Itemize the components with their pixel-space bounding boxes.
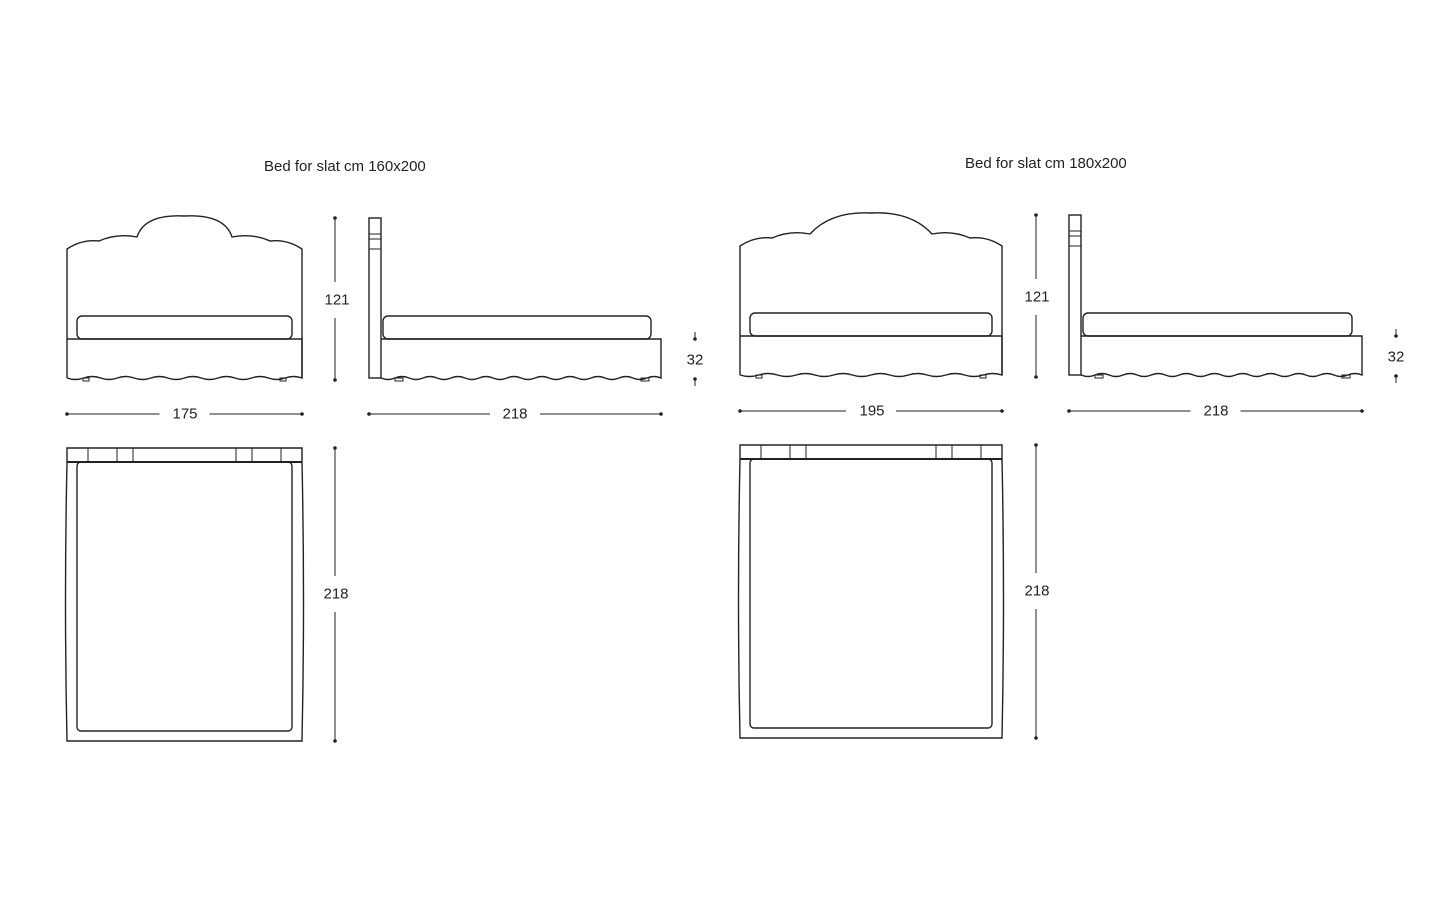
headboard-side (368, 217, 382, 379)
dimension-dot (300, 412, 304, 416)
mattress-side (1082, 312, 1353, 337)
headboard-front (739, 212, 1003, 375)
dim-length: 218 (500, 405, 530, 423)
foot-front (755, 374, 763, 379)
mattress-top (76, 461, 293, 732)
mattress-front (76, 315, 293, 340)
dim-length: 218 (1201, 402, 1231, 420)
foot-side (640, 377, 650, 382)
dimension-dot (1034, 375, 1038, 379)
dimension-dot (1000, 409, 1004, 413)
dimension-dot (693, 337, 697, 341)
dimension-dot (333, 739, 337, 743)
dimension-dot (367, 412, 371, 416)
dimension-dot (1360, 409, 1364, 413)
foot-side (1094, 374, 1104, 379)
dim-height: 121 (322, 291, 352, 309)
dimension-dot (738, 409, 742, 413)
dim-top-length: 218 (1022, 582, 1052, 600)
dimension-dot (659, 412, 663, 416)
headboard-side (1068, 214, 1082, 376)
dimension-dot (1034, 736, 1038, 740)
dimension-dot (1394, 334, 1398, 338)
dimension-dot (1034, 213, 1038, 217)
dimension-dot (1394, 374, 1398, 378)
base-front (66, 338, 303, 381)
dim-front-width: 195 (857, 402, 887, 420)
drawing-title: Bed for slat cm 180x200 (965, 155, 1127, 172)
dim-front-width: 175 (170, 405, 200, 423)
dimension-dot (693, 377, 697, 381)
dim-base-height: 32 (1385, 348, 1407, 366)
dimension-dot (1067, 409, 1071, 413)
dim-top-length: 218 (321, 585, 351, 603)
foot-front (979, 374, 987, 379)
dimension-dot (1034, 443, 1038, 447)
mattress-front (749, 312, 993, 337)
base-side (380, 338, 662, 381)
foot-front (279, 377, 287, 382)
bed-top-outline (64, 447, 305, 742)
base-front (739, 335, 1003, 378)
headboard-front (66, 215, 303, 378)
foot-side (394, 377, 404, 382)
bed-top-outline (737, 444, 1005, 739)
foot-side (1341, 374, 1351, 379)
foot-front (82, 377, 90, 382)
dim-base-height: 32 (684, 351, 706, 369)
dimension-dot (65, 412, 69, 416)
mattress-top (749, 458, 993, 729)
dimension-dot (333, 378, 337, 382)
dimension-dot (333, 446, 337, 450)
base-side (1080, 335, 1363, 378)
dimension-dot (333, 216, 337, 220)
drawing-title: Bed for slat cm 160x200 (264, 158, 426, 175)
dim-height: 121 (1022, 288, 1052, 306)
mattress-side (382, 315, 652, 340)
